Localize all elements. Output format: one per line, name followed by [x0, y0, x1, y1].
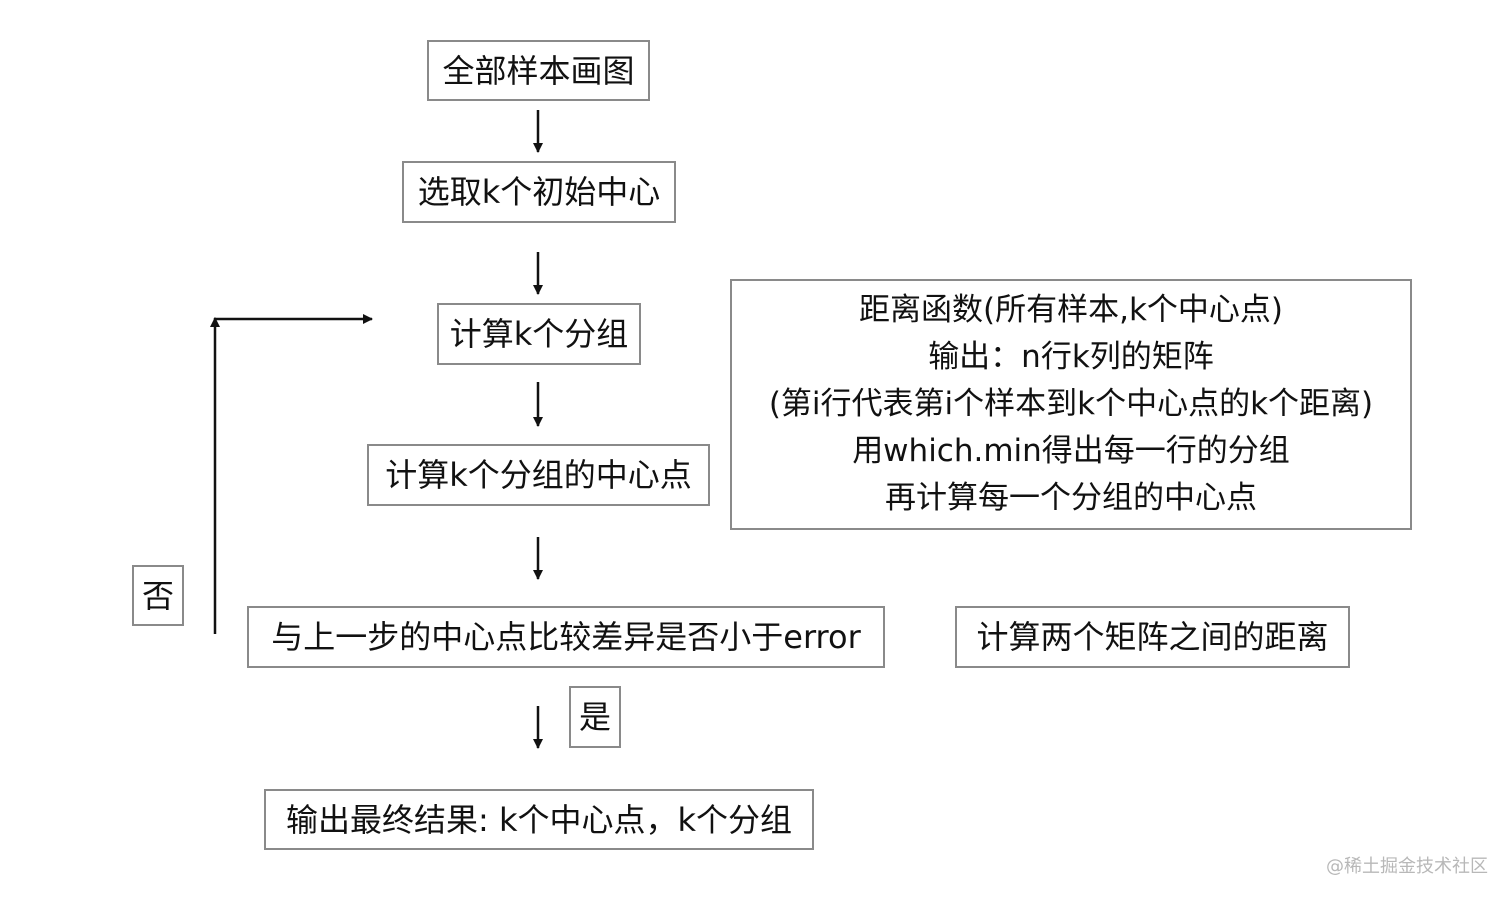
step-plot-samples: 全部样本画图 [427, 40, 650, 101]
note-distance-function: 距离函数(所有样本,k个中心点) 输出：n行k列的矩阵 (第i行代表第i个样本到… [730, 279, 1412, 530]
step-compute-groups: 计算k个分组 [437, 303, 641, 365]
note-line: 再计算每一个分组的中心点 [885, 480, 1257, 516]
note-line: 用which.min得出每一行的分组 [852, 433, 1290, 469]
note-matrix-distance: 计算两个矩阵之间的距离 [955, 606, 1350, 668]
label-no: 否 [132, 565, 184, 626]
step-compute-group-centers: 计算k个分组的中心点 [367, 444, 710, 506]
note-line: 输出：n行k列的矩阵 [928, 339, 1214, 375]
label-yes: 是 [569, 686, 621, 748]
watermark-text: @稀土掘金技术社区 [1326, 856, 1488, 877]
step-output-result: 输出最终结果: k个中心点，k个分组 [264, 789, 814, 850]
step-compare-with-error: 与上一步的中心点比较差异是否小于error [247, 606, 885, 668]
note-line: (第i行代表第i个样本到k个中心点的k个距离) [768, 386, 1374, 422]
step-select-initial-centers: 选取k个初始中心 [402, 161, 676, 223]
note-line: 距离函数(所有样本,k个中心点) [859, 292, 1283, 328]
